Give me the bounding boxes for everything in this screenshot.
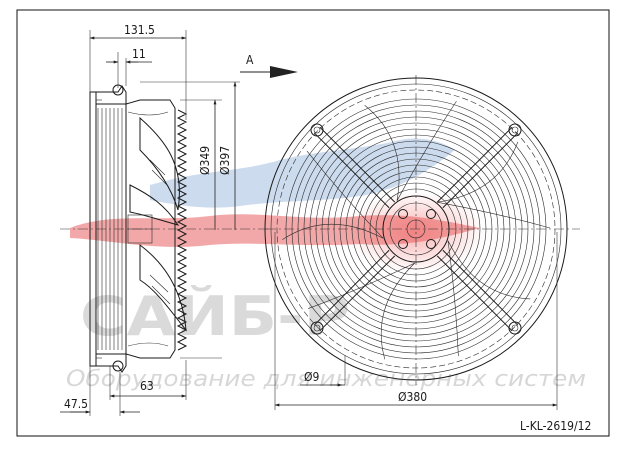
dim-foot-depth: 47.5: [64, 397, 88, 411]
watermark-tagline: Оборудование для инженерных систем: [66, 367, 586, 392]
watermark: САЙБ-Р Оборудование для инженерных систе…: [66, 138, 586, 392]
dim-impeller-diameter: Ø349: [198, 146, 212, 175]
view-arrow: A: [240, 53, 298, 78]
watermark-brand: САЙБ-Р: [80, 285, 350, 348]
drawing-frame: [16, 9, 610, 437]
dim-motor-depth: 63: [140, 379, 154, 393]
dim-guard-diameter: Ø380: [398, 390, 427, 404]
drawing-code: L-KL-2619/12: [520, 419, 591, 433]
dim-overall-depth: 131.5: [124, 23, 155, 37]
dim-flange-offset: 11: [132, 47, 146, 61]
dim-ring-diameter: Ø397: [218, 146, 232, 175]
watermark-glow: [345, 192, 485, 272]
front-view: Ø9 Ø380: [264, 75, 580, 410]
dim-hole-diameter: Ø9: [304, 370, 319, 384]
side-view: 131.5 11 Ø349 Ø397 63 47.5: [60, 23, 270, 416]
view-label: A: [246, 53, 254, 67]
